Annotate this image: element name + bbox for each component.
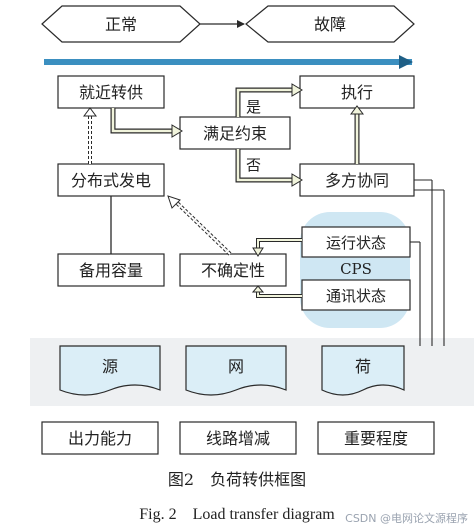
node-nearby-supply: 就近转供 xyxy=(57,75,165,109)
doc-source: 源 xyxy=(59,345,161,396)
node-output-capacity: 出力能力 xyxy=(41,421,159,455)
arrow-satisfy-to-execute xyxy=(235,83,303,117)
node-execute: 执行 xyxy=(299,75,415,109)
node-comm-state: 通讯状态 xyxy=(301,279,411,311)
node-nearby-supply-label: 就近转供 xyxy=(79,83,143,102)
edge-label-no: 否 xyxy=(246,156,261,174)
node-importance-label: 重要程度 xyxy=(344,429,408,448)
state-fault-shape xyxy=(245,5,415,43)
doc-grid-label: 网 xyxy=(228,357,244,376)
doc-source-label: 源 xyxy=(102,357,118,376)
arrow-runstate-to-uncertainty xyxy=(252,238,302,257)
arrow-uncertainty-to-dg xyxy=(167,195,232,256)
node-uncertainty: 不确定性 xyxy=(179,253,287,287)
watermark: CSDN @电网论文源程序 xyxy=(345,512,468,525)
node-comm-state-label: 通讯状态 xyxy=(326,287,386,305)
doc-load: 荷 xyxy=(321,345,405,396)
node-distributed-gen-label: 分布式发电 xyxy=(71,171,151,190)
arrow-multi-to-execute xyxy=(350,105,364,164)
node-line-change: 线路增减 xyxy=(179,421,297,455)
doc-grid: 网 xyxy=(185,345,287,396)
node-output-capacity-label: 出力能力 xyxy=(68,429,132,448)
node-importance: 重要程度 xyxy=(317,421,435,455)
node-satisfy-constraint-label: 满足约束 xyxy=(203,124,267,143)
node-multi-coordination-label: 多方协同 xyxy=(325,171,389,190)
node-run-state-label: 运行状态 xyxy=(326,234,386,252)
node-line-change-label: 线路增减 xyxy=(206,429,270,448)
doc-load-label: 荷 xyxy=(355,357,371,376)
arrow-commstate-to-uncertainty xyxy=(251,285,302,298)
state-normal-label: 正常 xyxy=(105,15,137,34)
edge-label-yes: 是 xyxy=(246,98,261,116)
caption-chinese: 图2 负荷转供框图 xyxy=(167,470,307,489)
node-reserve-capacity-label: 备用容量 xyxy=(79,261,143,280)
arrow-supply-to-satisfy xyxy=(110,108,183,138)
cps-label: CPS xyxy=(340,260,372,278)
node-satisfy-constraint: 满足约束 xyxy=(179,116,291,150)
state-fault-label: 故障 xyxy=(314,15,346,34)
arrow-dg-to-supply xyxy=(83,107,97,164)
node-execute-label: 执行 xyxy=(341,83,373,102)
caption-english: Fig. 2 Load transfer diagram xyxy=(139,506,335,523)
arrow-satisfy-to-multi xyxy=(235,149,303,187)
node-multi-coordination: 多方协同 xyxy=(299,163,415,197)
node-distributed-gen: 分布式发电 xyxy=(57,163,165,197)
node-run-state: 运行状态 xyxy=(301,226,411,258)
node-reserve-capacity: 备用容量 xyxy=(57,253,165,287)
node-uncertainty-label: 不确定性 xyxy=(201,261,265,280)
